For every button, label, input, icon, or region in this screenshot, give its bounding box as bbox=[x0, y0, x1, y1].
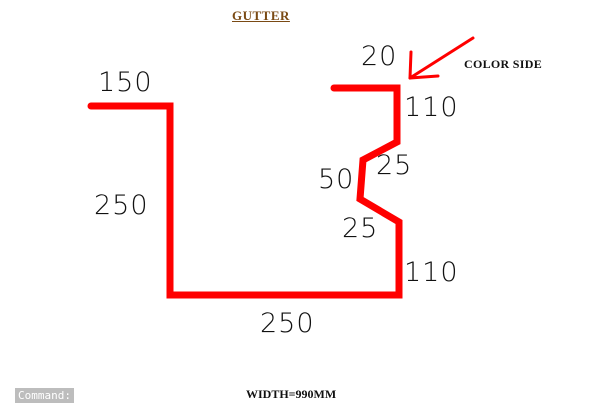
dim-middle: 50 bbox=[318, 164, 354, 195]
gutter-profile bbox=[87, 84, 403, 299]
command-prompt[interactable]: Command: bbox=[15, 388, 74, 403]
drawing-title: GUTTER bbox=[232, 8, 290, 23]
dim-left-vertical: 250 bbox=[94, 190, 149, 221]
dim-lower-right: 110 bbox=[404, 257, 459, 288]
dim-slant-lower: 25 bbox=[342, 213, 378, 244]
dim-top-left: 150 bbox=[98, 67, 153, 98]
color-side-label: COLOR SIDE bbox=[464, 57, 543, 71]
dim-hem: 20 bbox=[361, 41, 397, 72]
width-label: WIDTH=990MM bbox=[246, 387, 337, 401]
color-side-arrow-icon bbox=[408, 36, 475, 80]
dim-slant-upper: 25 bbox=[376, 150, 412, 181]
dim-upper-right: 110 bbox=[404, 92, 459, 123]
dim-bottom: 250 bbox=[260, 308, 315, 339]
